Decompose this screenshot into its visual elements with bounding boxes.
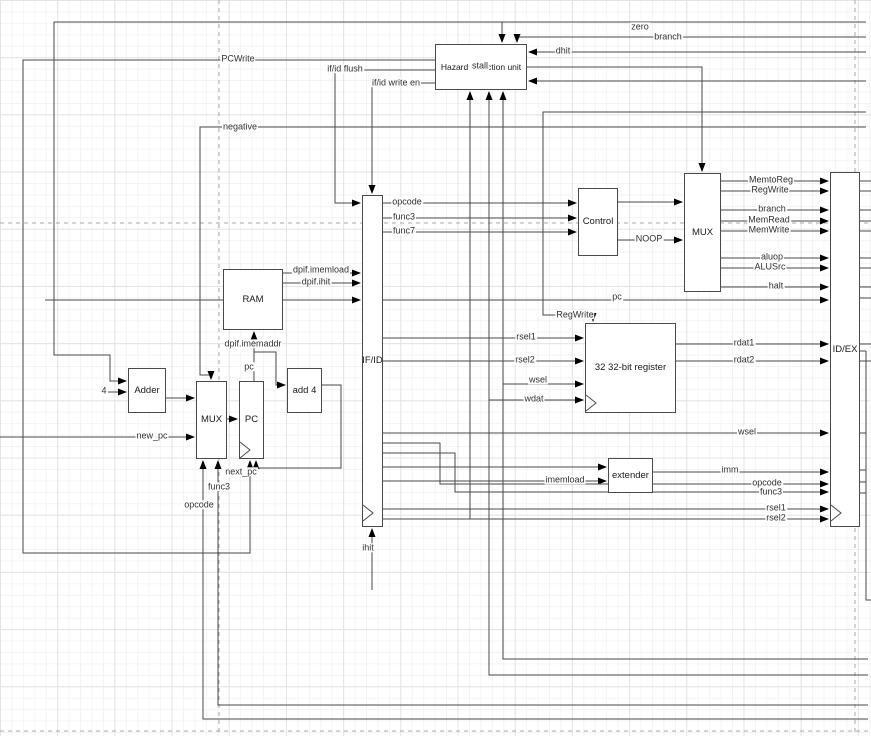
block-label-pc: PC [244,414,259,426]
block-label-mux-pc: MUX [200,414,223,426]
block-label-adder: Adder [134,384,160,396]
block-mux-writeback[interactable]: MUX [684,173,721,292]
block-label-extender: extender [612,469,649,481]
block-label-hazard-detection-unit: Hazard detection unit [440,61,522,72]
block-if-id-register[interactable]: IF/ID [362,195,383,527]
block-label-control: Control [582,216,614,228]
block-ram[interactable]: RAM [223,269,283,330]
block-control[interactable]: Control [578,188,618,256]
block-register-file[interactable]: 32 32-bit register [585,323,676,413]
block-add-4[interactable]: add 4 [287,368,322,413]
block-label-if-id-register: IF/ID [362,355,383,367]
block-extender[interactable]: extender [608,458,653,493]
block-pc[interactable]: PC [239,381,264,459]
block-label-mux-writeback: MUX [691,226,714,238]
block-label-register-file: 32 32-bit register [594,362,667,374]
block-id-ex-register[interactable]: ID/EX [830,172,860,527]
block-label-add-4: add 4 [292,384,317,396]
block-adder[interactable]: Adder [128,368,166,413]
block-label-ram: RAM [242,293,264,305]
block-label-id-ex-register: ID/EX [832,343,858,355]
block-mux-pc[interactable]: MUX [196,381,227,459]
block-hazard-detection-unit[interactable]: Hazard detection unit [435,44,527,90]
